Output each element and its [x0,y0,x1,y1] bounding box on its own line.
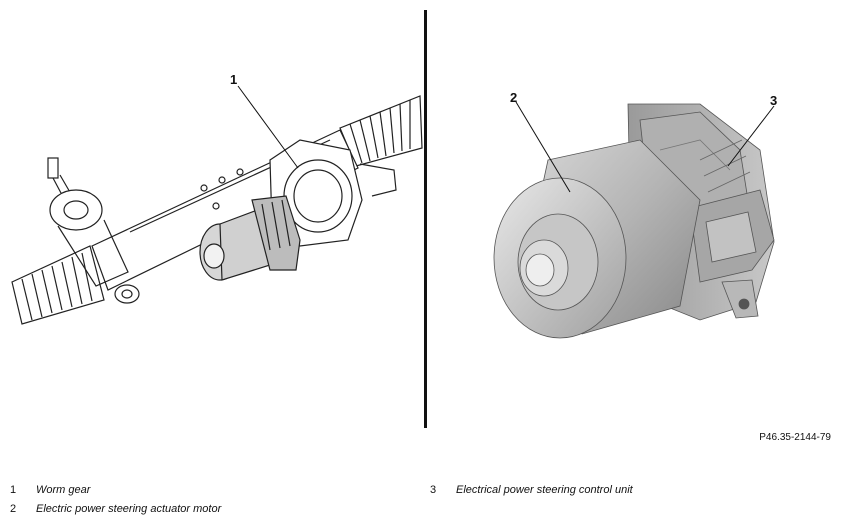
legend-number: 3 [430,484,437,496]
legend-text: Electrical power steering control unit [456,484,633,496]
legend-item-worm-gear: 1 Worm gear [10,484,90,496]
callout-3: 3 [770,93,778,108]
legend-number: 2 [10,503,17,515]
figure-reference-code: P46.35-2144-79 [759,432,831,443]
left-steering-rack [11,95,423,325]
left-bellows [11,245,105,325]
pinion-shaft [47,157,140,304]
legend-text: Worm gear [36,484,91,496]
leader-line-2 [515,101,571,193]
callout-1: 1 [230,72,238,87]
legend-text: Electric power steering actuator motor [36,503,222,515]
legend-item-actuator-motor: 2 Electric power steering actuator motor [10,503,221,515]
leader-line-1 [237,85,299,169]
right-motor-assembly [493,103,775,339]
legend-number: 1 [10,484,17,496]
legend-item-control-unit: 3 Electrical power steering control unit [430,484,633,496]
leader-line-3 [727,105,775,167]
vertical-divider [424,10,427,428]
small-motor [199,195,301,281]
callout-2: 2 [510,90,518,105]
